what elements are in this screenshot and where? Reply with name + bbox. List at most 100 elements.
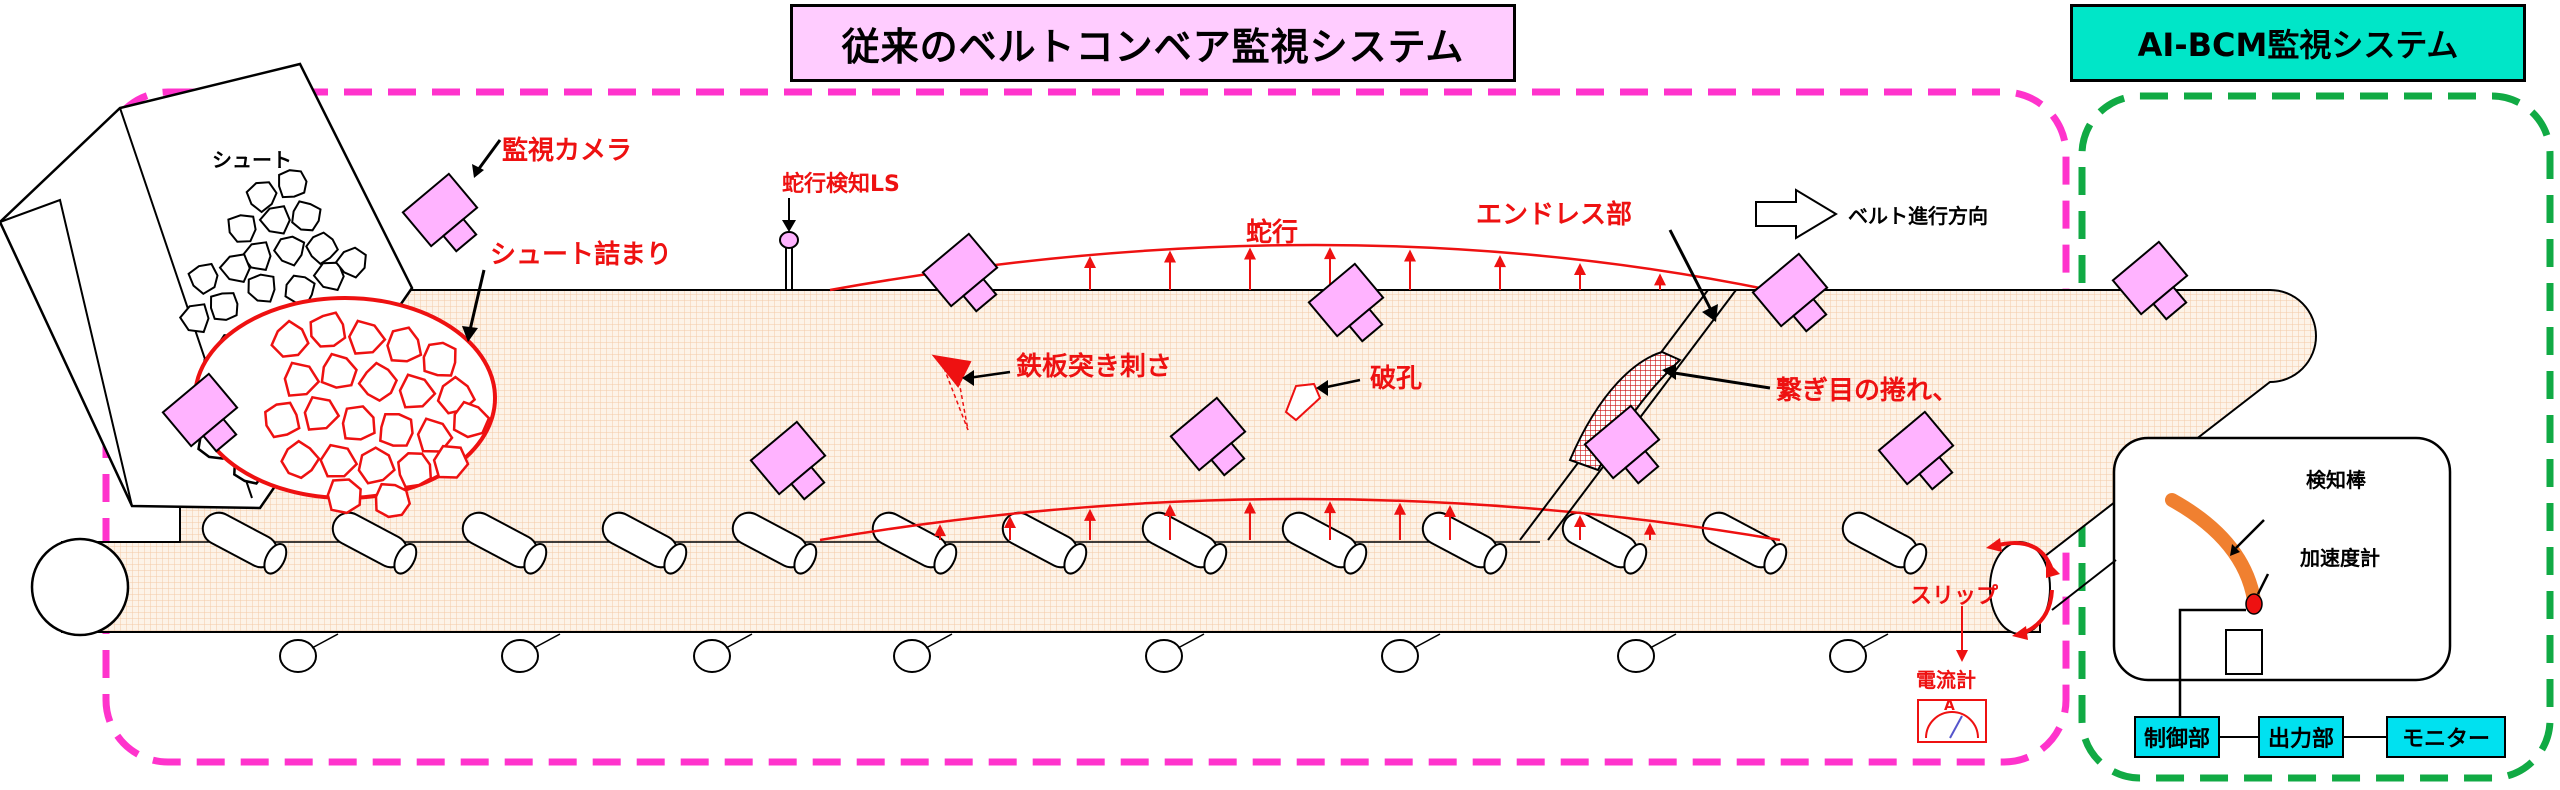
- clog-rock: [326, 478, 362, 515]
- clog-rock: [319, 443, 359, 478]
- camera-label-arrow: [472, 139, 502, 178]
- steel-plate-pierce: [931, 354, 1011, 431]
- return-roller: [893, 639, 931, 673]
- steel-pierce-label: 鉄板突き刺さ: [1016, 352, 1173, 382]
- carrier-roller: [871, 511, 958, 575]
- return-roller-edge: [725, 633, 753, 649]
- chute-clog-label: シュート詰まり: [490, 240, 673, 270]
- return-roller-edge: [1861, 633, 1889, 649]
- control-wire: [2178, 608, 2246, 720]
- carrier-roller: [1841, 511, 1928, 575]
- return-roller-edge: [311, 633, 339, 649]
- return-roller-edge: [533, 633, 561, 649]
- ammeter-gauge: [1917, 699, 1987, 743]
- meander-arrow-head: [1164, 250, 1176, 263]
- accelerometer: [2245, 573, 2270, 615]
- clog-rock: [422, 341, 457, 377]
- camera-icon: [1583, 404, 1661, 485]
- rock: [272, 235, 306, 267]
- accelerometer-label: 加速度計: [2300, 546, 2380, 570]
- camera-icon: [161, 372, 239, 453]
- rock: [178, 303, 210, 334]
- meander-arrow-head: [1404, 249, 1416, 262]
- return-roller: [1829, 639, 1867, 673]
- clog-rock: [341, 405, 376, 441]
- detector-rod: [2165, 493, 2265, 607]
- return-roller: [693, 639, 731, 673]
- rock: [187, 262, 219, 296]
- camera-icon: [401, 172, 479, 253]
- meander-arrow-head: [1004, 515, 1016, 528]
- rock: [278, 169, 308, 199]
- meander-arrow-head: [1084, 255, 1096, 268]
- control-unit-box: 制御部: [2134, 716, 2220, 758]
- carrier-roller: [1141, 511, 1228, 575]
- aibcm-sensor-box: [2112, 436, 2452, 682]
- meander-arrow-head: [1654, 273, 1666, 286]
- clog-rock: [280, 439, 321, 480]
- ammeter-label: 電流計: [1916, 668, 1976, 692]
- belt-direction-arrow: [1755, 188, 1838, 240]
- meander-arrow-head: [1394, 502, 1406, 515]
- clog-rock: [263, 401, 301, 439]
- rock: [209, 292, 239, 321]
- belt-hole: [1284, 378, 1361, 422]
- clog-rock: [309, 311, 347, 348]
- meander-arrow-head: [934, 524, 946, 537]
- camera-icon: [1877, 410, 1955, 491]
- carrier-roller: [1001, 511, 1088, 575]
- monitor-box: モニター: [2386, 716, 2506, 758]
- carrier-rollers: [201, 511, 1928, 575]
- clog-rock: [396, 452, 433, 489]
- aibcm-system-title: AI-BCM監視システム: [2070, 4, 2526, 82]
- clog-rock: [357, 446, 396, 485]
- return-roller: [501, 639, 539, 673]
- hole-label: 破孔: [1370, 364, 1423, 394]
- clog-rock: [386, 326, 423, 363]
- rock: [305, 231, 340, 266]
- rock: [291, 200, 322, 232]
- return-rollers: [279, 633, 1889, 673]
- meander-arrow-head: [1574, 262, 1586, 275]
- detector-rod-label: 検知棒: [2306, 468, 2366, 492]
- clog-rock: [303, 395, 341, 431]
- joint-curl-label: 繋ぎ目の捲れ、: [1776, 376, 1959, 406]
- clog-rock: [283, 361, 321, 397]
- meander-arrow-head: [1244, 247, 1256, 260]
- rock: [284, 274, 316, 306]
- clog-rock: [374, 482, 412, 519]
- return-roller: [1145, 639, 1183, 673]
- aibcm-connector-line: [2051, 559, 2117, 611]
- camera-icon: [1169, 396, 1247, 477]
- meander-detector-label: 蛇行検知LS: [782, 172, 900, 197]
- camera-label: 監視カメラ: [502, 136, 633, 166]
- clog-rock: [357, 361, 399, 403]
- meander-lower-arrows: [934, 501, 1656, 540]
- ammeter-unit-label: A: [1944, 698, 1955, 714]
- meander-arrow-head: [1324, 247, 1336, 260]
- clog-rock: [378, 413, 414, 447]
- left-pulley: [30, 537, 130, 637]
- endless-arrow: [1668, 229, 1718, 322]
- sensor-base: [2225, 629, 2263, 675]
- carrier-roller: [1421, 511, 1508, 575]
- camera-icon: [749, 420, 827, 501]
- clog-rock: [398, 373, 437, 409]
- meander-label: 蛇行: [1246, 218, 1299, 248]
- meander-arrow-head: [1084, 508, 1096, 521]
- clog-rock: [270, 319, 310, 358]
- return-roller-edge: [1649, 633, 1677, 649]
- output-unit-box: 出力部: [2258, 716, 2344, 758]
- meander-arrow-head: [1324, 501, 1336, 514]
- camera-icon: [1307, 262, 1385, 343]
- monitoring-cameras: [161, 172, 2189, 501]
- slip-label: スリップ: [1910, 584, 1999, 609]
- rock: [247, 273, 276, 303]
- carrier-roller: [201, 511, 288, 575]
- rock: [227, 214, 257, 243]
- ammeter-pointer-arrow: [1956, 606, 1968, 662]
- conventional-system-title: 従来のベルトコンベア監視システム: [790, 4, 1516, 82]
- carrier-roller: [1701, 511, 1788, 575]
